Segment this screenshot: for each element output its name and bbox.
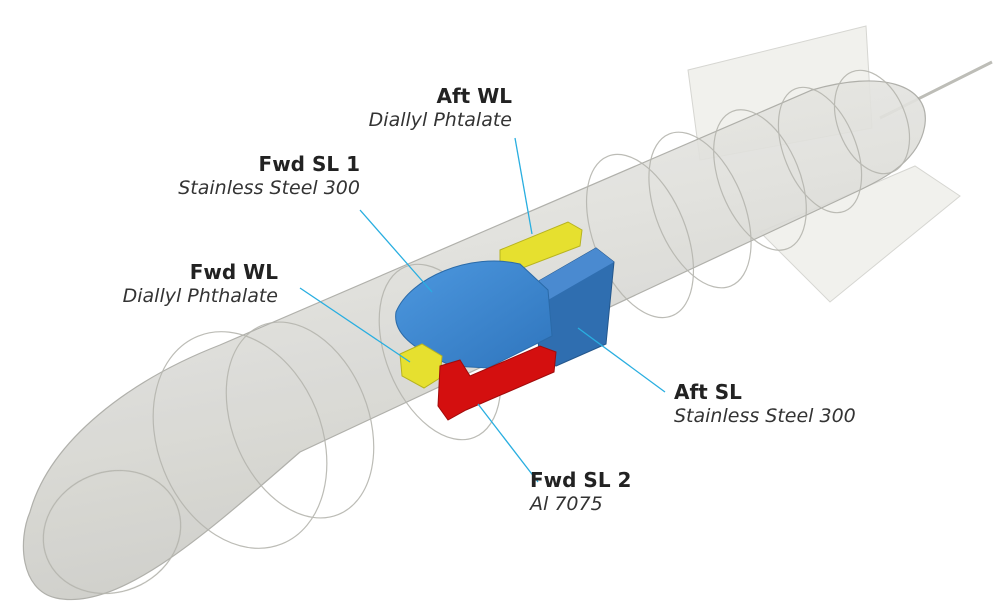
fwd-sl2-part <box>437 345 557 421</box>
fwd-wl-name: Fwd WL <box>189 260 278 284</box>
callout-fwd-sl1: Fwd SL 1 Stainless Steel 300 <box>178 152 360 201</box>
fwd-sl1-part <box>395 260 553 369</box>
aft-wl-name: Aft WL <box>436 84 512 108</box>
callout-fwd-wl: Fwd WL Diallyl Phthalate <box>123 260 278 309</box>
aft-wl-material: Diallyl Phtalate <box>368 109 512 131</box>
fwd-sl2-name: Fwd SL 2 <box>530 468 632 492</box>
leader-fwd-wl <box>299 287 411 363</box>
fwd-wl-material: Diallyl Phthalate <box>122 285 278 307</box>
internal-rings <box>152 69 911 549</box>
leader-fwd-sl1 <box>359 209 433 293</box>
aft-sl-name: Aft SL <box>674 380 742 404</box>
fwd-sl1-material: Stainless Steel 300 <box>178 177 360 199</box>
aft-sl-face <box>530 248 614 300</box>
fwd-sl2-material: Al 7075 <box>530 493 603 515</box>
callout-aft-sl: Aft SL Stainless Steel 300 <box>674 380 856 429</box>
aft-sl-material: Stainless Steel 300 <box>674 405 856 427</box>
leader-lines <box>299 137 666 483</box>
leader-aft-wl <box>514 137 533 235</box>
leader-fwd-sl2 <box>477 403 539 483</box>
leader-aft-sl <box>577 327 666 393</box>
callout-fwd-sl2: Fwd SL 2 Al 7075 <box>530 468 631 517</box>
nose-section <box>42 469 182 595</box>
callout-aft-wl: Aft WL Diallyl Phtalate <box>369 84 512 133</box>
fwd-sl1-name: Fwd SL 1 <box>258 152 360 176</box>
